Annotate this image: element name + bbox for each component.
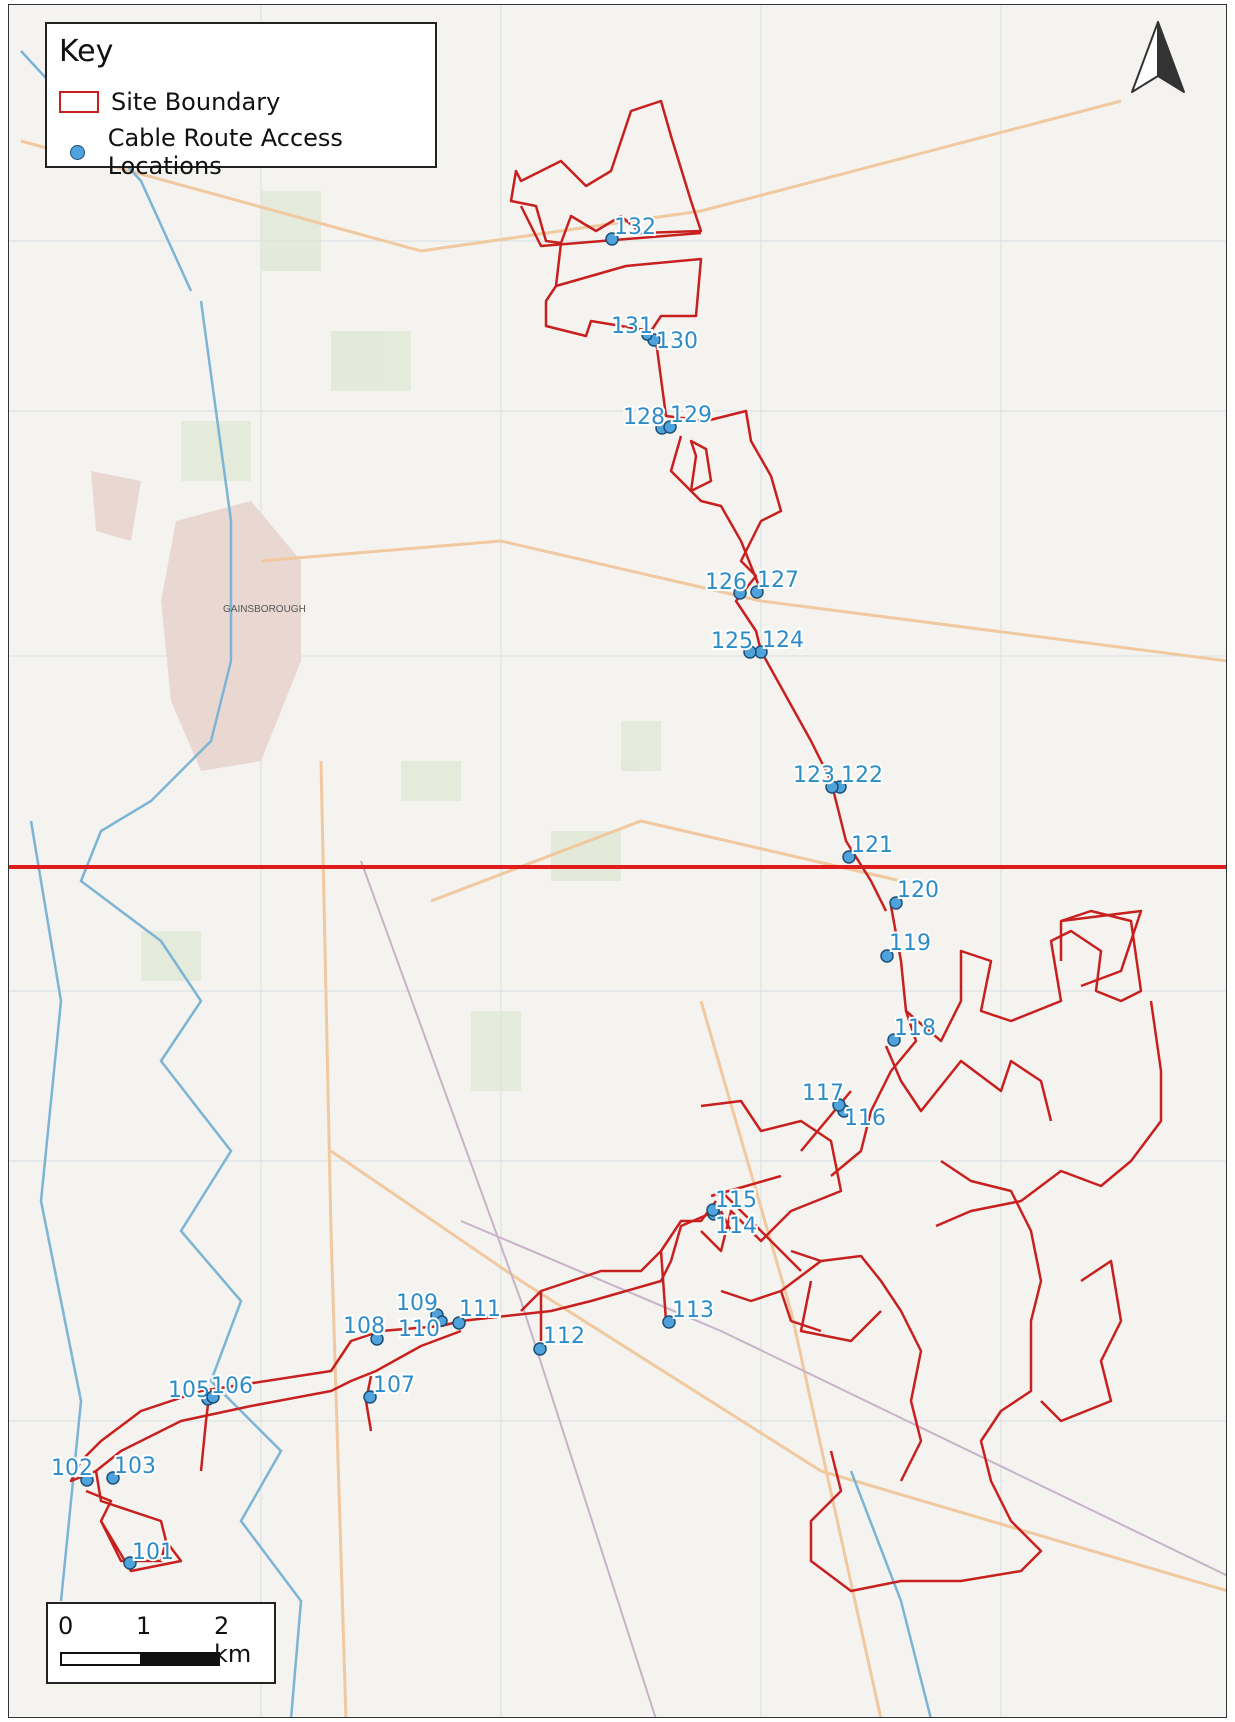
legend-label-access-locations: Cable Route Access Locations: [107, 124, 343, 180]
access-location-130: 130: [647, 327, 700, 356]
access-location-110: 110: [396, 1315, 448, 1344]
access-label-105: 105: [168, 1378, 210, 1403]
access-location-105: 105: [166, 1376, 215, 1406]
access-label-131: 131: [611, 314, 653, 339]
basemap-railway: [360, 860, 1226, 1717]
legend-item-site-boundary: Site Boundary: [59, 88, 280, 116]
access-label-123: 123: [793, 763, 835, 788]
access-label-111: 111: [459, 1297, 501, 1322]
access-label-101: 101: [132, 1540, 174, 1565]
access-location-127: 127: [750, 566, 801, 599]
access-label-118: 118: [894, 1016, 936, 1041]
access-location-108: 108: [341, 1312, 387, 1346]
access-label-117: 117: [802, 1081, 844, 1106]
access-label-107: 107: [373, 1373, 415, 1398]
access-location-122: 122: [833, 761, 885, 794]
legend-title: Key: [59, 34, 114, 69]
access-location-103: 103: [106, 1452, 158, 1485]
access-label-120: 120: [897, 878, 939, 903]
north-arrow-icon: [1131, 21, 1185, 93]
access-label-110: 110: [398, 1317, 440, 1342]
map-legend: Key Site Boundary Cable Route Access Loc…: [45, 22, 437, 180]
access-location-102: 102: [49, 1454, 95, 1487]
legend-item-access-locations: Cable Route Access Locations: [59, 124, 435, 180]
access-label-113: 113: [672, 1298, 714, 1323]
access-label-103: 103: [114, 1454, 156, 1479]
access-label-121: 121: [851, 833, 893, 858]
access-location-119: 119: [880, 929, 933, 963]
access-label-102: 102: [51, 1456, 93, 1481]
access-label-132: 132: [614, 215, 656, 240]
access-location-126: 126: [703, 568, 749, 600]
access-label-125: 125: [711, 629, 753, 654]
access-label-124: 124: [762, 628, 804, 653]
access-location-131: 131: [609, 312, 655, 341]
access-location-128: 128: [621, 403, 669, 435]
access-location-117: 117: [800, 1079, 846, 1112]
access-location-106: 106: [206, 1372, 255, 1404]
town-gainsborough: [91, 471, 301, 771]
scale-label-0: 0: [58, 1612, 74, 1640]
access-label-126: 126: [705, 570, 747, 595]
access-location-123: 123: [791, 761, 839, 794]
access-label-122: 122: [841, 763, 883, 788]
access-location-115: 115: [706, 1186, 759, 1217]
site-boundary-swatch-icon: [59, 91, 99, 113]
scale-bar-track: [60, 1652, 220, 1666]
access-label-106: 106: [211, 1374, 253, 1399]
access-label-109: 109: [396, 1291, 438, 1316]
access-location-116: 116: [837, 1104, 888, 1133]
access-location-107: 107: [363, 1371, 417, 1404]
basemap-roads: [20, 99, 1226, 1717]
access-location-120: 120: [889, 876, 941, 910]
access-location-118: 118: [887, 1014, 938, 1047]
legend-label-site-boundary: Site Boundary: [111, 88, 281, 116]
access-label-114: 114: [715, 1214, 757, 1239]
access-label-119: 119: [889, 931, 931, 956]
scale-label-1: 1: [136, 1612, 152, 1640]
access-location-125: 125: [709, 627, 757, 659]
basemap-fields: [141, 191, 661, 1091]
access-location-121: 121: [842, 831, 895, 864]
access-label-127: 127: [757, 568, 799, 593]
access-location-124: 124: [754, 626, 806, 659]
access-location-132: 132: [605, 213, 658, 246]
access-point-dot-icon: [59, 141, 96, 163]
access-label-129: 129: [670, 403, 712, 428]
access-label-112: 112: [543, 1324, 585, 1349]
access-location-109: 109: [394, 1289, 444, 1322]
access-points: 101 102 103 105 106 107 108 109 110 111 …: [49, 213, 941, 1570]
access-location-112: 112: [533, 1322, 587, 1356]
scale-label-2km: 2 km: [214, 1612, 252, 1668]
access-location-101: 101: [123, 1538, 176, 1570]
access-location-113: 113: [662, 1296, 716, 1329]
place-label-gainsborough: GAINSBOROUGH: [223, 604, 306, 615]
access-location-129: 129: [663, 401, 714, 434]
access-label-130: 130: [656, 329, 698, 354]
access-label-128: 128: [623, 405, 665, 430]
access-label-115: 115: [715, 1188, 757, 1213]
map-frame: 101 102 103 105 106 107 108 109 110 111 …: [8, 4, 1227, 1718]
scale-bar: 0 1 2 km: [46, 1602, 276, 1684]
access-label-116: 116: [844, 1106, 886, 1131]
map-canvas: 101 102 103 105 106 107 108 109 110 111 …: [9, 5, 1226, 1717]
access-label-108: 108: [343, 1314, 385, 1339]
access-location-111: 111: [452, 1295, 503, 1330]
